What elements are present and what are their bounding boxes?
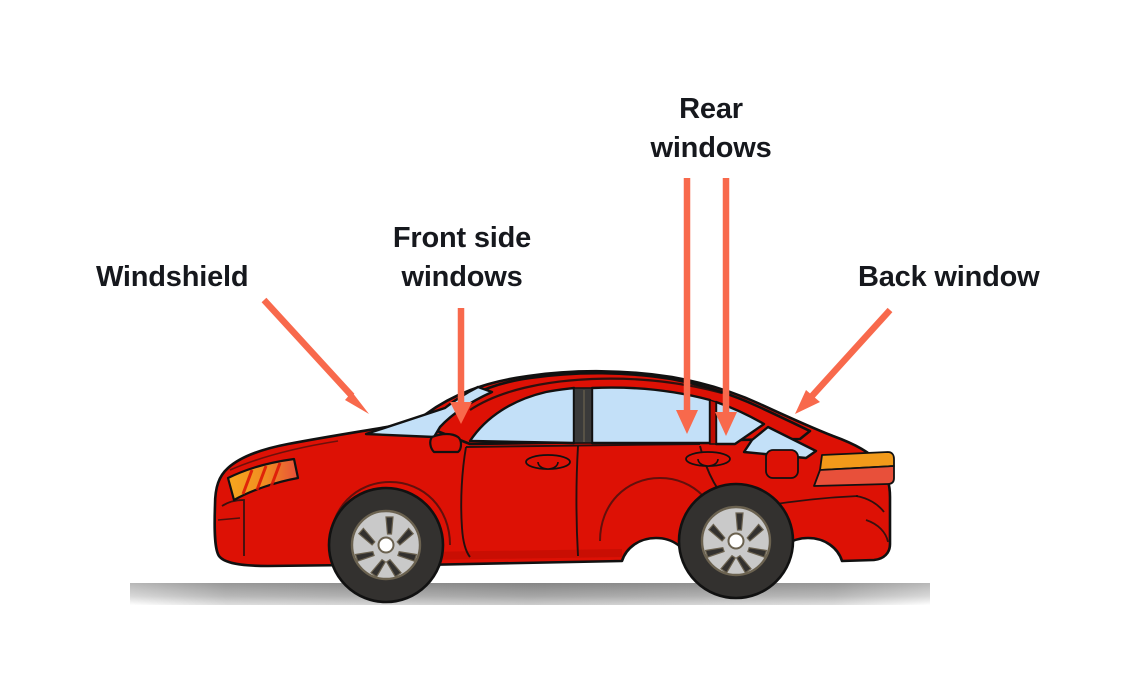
front-side-windows-arrow <box>450 308 472 424</box>
headlight <box>226 457 300 502</box>
car-details <box>217 432 895 558</box>
label-rear-windows: Rear windows <box>650 93 772 164</box>
label-front-side-windows: Front side windows <box>392 222 532 293</box>
rear-windows-arrow-left <box>676 178 698 434</box>
label-windshield: Windshield <box>96 261 249 293</box>
front-door-handle <box>525 454 571 470</box>
back-window-arrow <box>795 307 893 414</box>
fuel-filler-door <box>765 449 799 479</box>
rear-door-handle <box>685 451 731 467</box>
b-pillar <box>573 387 593 444</box>
front-wheel <box>327 486 445 604</box>
front-side-window-glass <box>468 386 576 445</box>
windshield-arrow <box>261 297 369 414</box>
ground-shadow <box>130 583 930 605</box>
callout-arrows <box>261 178 893 436</box>
rear-wheel <box>677 482 795 600</box>
rear-windows-arrow-right <box>715 178 737 436</box>
back-window-glass <box>742 425 818 460</box>
label-back-window: Back window <box>858 261 1040 293</box>
side-mirror <box>429 432 463 454</box>
taillight <box>813 451 895 487</box>
